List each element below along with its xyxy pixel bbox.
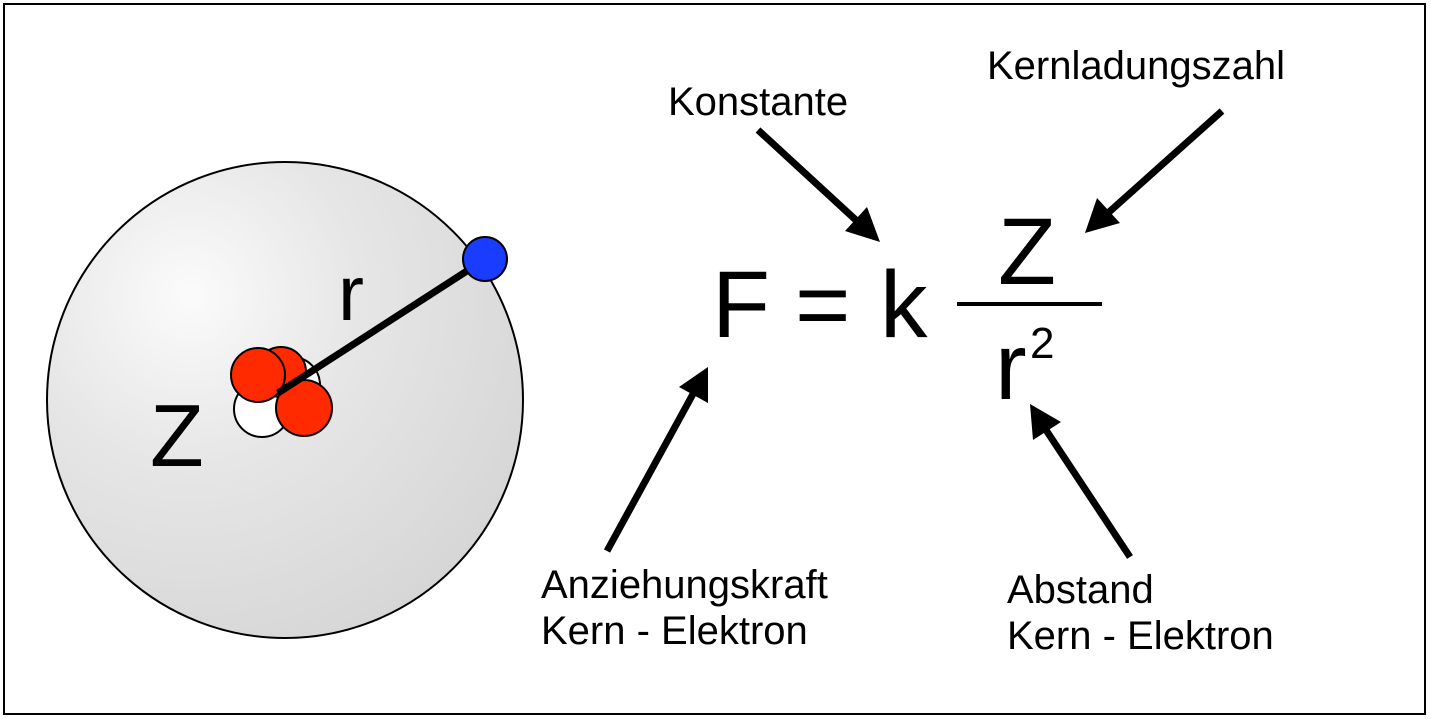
proton <box>230 347 286 403</box>
label-anziehungskraft-line2: Kern - Elektron <box>541 609 808 653</box>
label-abstand: Abstand Kern - Elektron <box>1007 567 1274 659</box>
formula-denominator: r <box>995 314 1027 420</box>
formula-constant: k <box>880 252 928 358</box>
arrow-anziehungskraft <box>603 367 708 553</box>
label-abstand-line2: Kern - Elektron <box>1007 614 1274 658</box>
radius-line <box>276 255 489 396</box>
label-konstante: Konstante <box>668 80 849 124</box>
formula-equals: = <box>795 252 851 358</box>
formula-exponent: 2 <box>1030 319 1055 368</box>
label-abstand-line1: Abstand <box>1007 568 1154 612</box>
electron <box>462 236 508 282</box>
formula-force: F <box>712 252 771 358</box>
diagram-frame <box>3 3 1426 715</box>
arrow-abstand <box>1030 404 1133 559</box>
label-kernladungszahl: Kernladungszahl <box>987 44 1285 88</box>
label-anziehungskraft: Anziehungskraft Kern - Elektron <box>541 562 828 654</box>
arrow-konstante <box>755 127 880 242</box>
formula-numerator: Z <box>998 199 1057 305</box>
radius-label: r <box>338 249 364 337</box>
nucleus-charge-label: Z <box>150 386 204 485</box>
arrow-kernladungszahl <box>1085 108 1225 233</box>
label-anziehungskraft-line1: Anziehungskraft <box>541 563 828 607</box>
